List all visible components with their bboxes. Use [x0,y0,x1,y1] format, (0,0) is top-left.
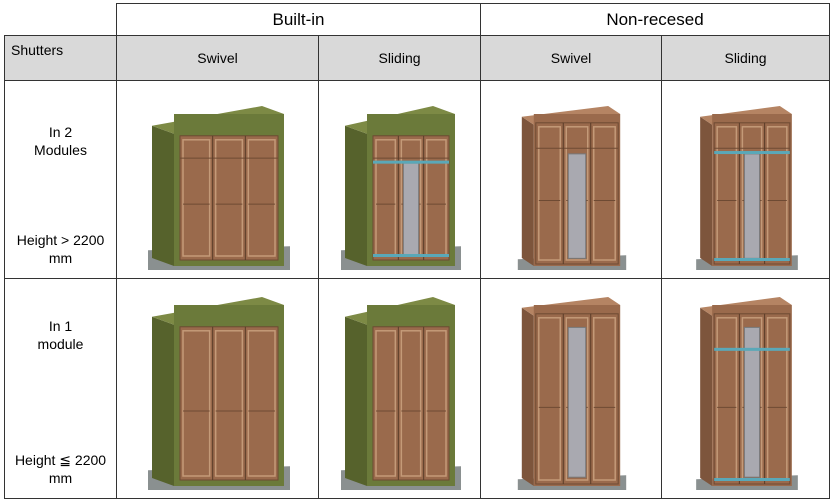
door-panel [592,126,616,261]
row-height: Height > 2200 [16,232,105,248]
mirror-panel [743,326,760,478]
wardrobe-builtin-sliding-2mod [340,106,461,270]
mirror-panel [567,153,587,259]
door-panel [400,330,421,477]
side-face [151,125,174,266]
shutters-label: Shutters [4,35,117,81]
cell-image [318,80,481,279]
sliding-rail [372,254,449,257]
wardrobe-types-table: Built-in Non-recesed Shutters Swivel Sli… [4,3,830,499]
door-panel [214,139,243,257]
door-panel [565,126,589,261]
side-face [151,316,174,486]
cell-image [116,80,319,279]
wardrobe-nonrecesed-swivel-2mod [517,106,627,270]
wardrobe-builtin-swivel-1mod [147,297,290,490]
subheader-swivel: Swivel [116,35,319,81]
cell-image [318,278,481,499]
side-face [344,125,367,266]
corner-cell [4,3,117,36]
wardrobe-nonrecesed-swivel-1mod [517,297,627,490]
sliding-rail [713,258,790,261]
mirror-panel [567,326,587,478]
door-panel [565,317,589,481]
subheader-swivel: Swivel [480,35,662,81]
cell-image [116,278,319,499]
door-panel [538,317,562,481]
doors [372,326,449,481]
header-built-in: Built-in [116,3,481,36]
cell-image [661,278,830,499]
row-title: In 2 [48,124,73,140]
door-panel [181,139,210,257]
sliding-rail [713,478,790,481]
side-face [344,316,367,486]
wardrobe-builtin-sliding-1mod [340,297,461,490]
door-panel [181,330,210,477]
row-title: module [37,336,84,352]
wardrobe-nonrecesed-sliding-1mod [695,297,798,490]
door-panel [425,330,447,477]
cell-image [480,278,662,499]
cell-image [480,80,662,279]
row-label-2-modules: In 2 Modules Height > 2200 mm [4,80,117,279]
sliding-rail [713,151,790,155]
door-panel [247,330,276,477]
row-height: mm [48,470,73,486]
doors [179,326,278,481]
door-panel [374,330,396,477]
wardrobe-nonrecesed-sliding-2mod [695,106,798,270]
sliding-rail [713,347,790,351]
side-face [521,116,534,266]
door-panel [538,126,562,261]
row-title: Modules [34,142,87,158]
door-panel [214,330,243,477]
side-face [699,116,712,266]
subheader-sliding: Sliding [661,35,830,81]
door-panel [247,139,276,257]
subheader-sliding: Sliding [318,35,481,81]
side-face [521,307,534,486]
mirror-panel [743,153,760,259]
wardrobe-builtin-swivel-2mod [147,106,290,270]
row-title: In 1 [48,318,73,334]
row-label-1-module: In 1 module Height ≦ 2200 mm [4,278,117,499]
cell-image [661,80,830,279]
doors [179,135,278,261]
door-panel [592,317,616,481]
header-non-recesed: Non-recesed [480,3,830,36]
side-face [699,307,712,486]
sliding-rail [372,160,449,164]
row-height: mm [48,250,73,266]
mirror-panel [402,162,419,256]
row-height: Height ≦ 2200 [14,452,107,468]
